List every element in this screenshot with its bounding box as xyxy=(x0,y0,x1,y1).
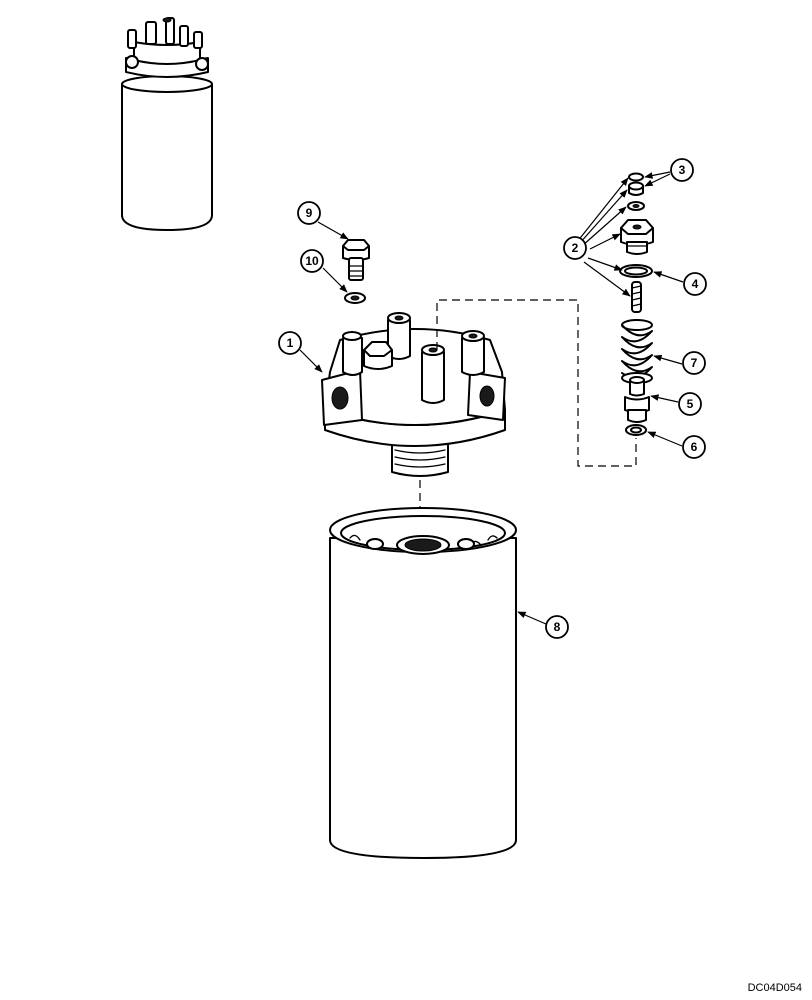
svg-text:4: 4 xyxy=(692,277,699,291)
svg-text:3: 3 xyxy=(679,163,686,177)
svg-text:8: 8 xyxy=(554,620,561,634)
callout-1: 1 xyxy=(278,331,302,355)
callout-2: 2 xyxy=(563,236,587,260)
svg-text:5: 5 xyxy=(687,397,694,411)
svg-text:9: 9 xyxy=(306,206,313,220)
svg-text:7: 7 xyxy=(691,356,698,370)
leader-lines xyxy=(299,171,684,625)
filter-head xyxy=(321,312,506,477)
callout-7: 7 xyxy=(682,351,706,375)
svg-text:1: 1 xyxy=(287,336,294,350)
callout-3: 3 xyxy=(670,158,694,182)
callout-9: 9 xyxy=(297,201,321,225)
callout-5: 5 xyxy=(678,392,702,416)
callout-6: 6 xyxy=(682,435,706,459)
bolt-washer xyxy=(344,292,366,304)
svg-text:6: 6 xyxy=(691,440,698,454)
callout-8: 8 xyxy=(545,615,569,639)
svg-text:2: 2 xyxy=(572,241,579,255)
filter-cartridge xyxy=(329,507,517,859)
reference-code: DC04D054 xyxy=(747,982,802,994)
svg-text:10: 10 xyxy=(305,254,319,268)
callout-4: 4 xyxy=(683,272,707,296)
assembled-filter-thumbnail xyxy=(121,17,213,231)
valve-stack xyxy=(619,172,654,436)
callout-10: 10 xyxy=(300,249,324,273)
mounting-bolt xyxy=(342,239,370,281)
